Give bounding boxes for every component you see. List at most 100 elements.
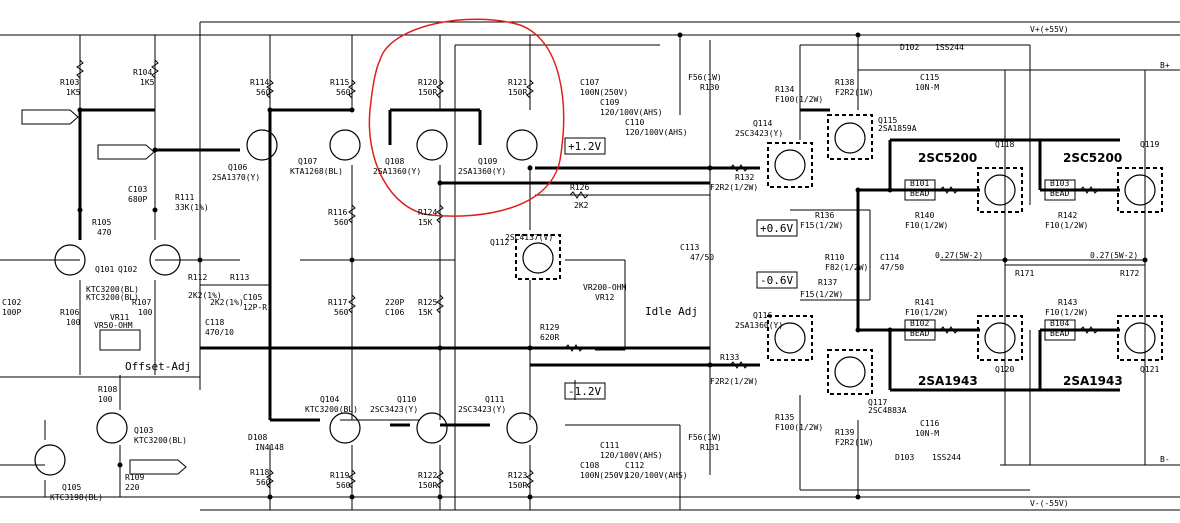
rail-vpos-label: V+(+55V) bbox=[1030, 25, 1069, 34]
r118-val: 560 bbox=[256, 478, 271, 487]
r125-val: 15K bbox=[418, 308, 433, 317]
r171-ref: R171 bbox=[1015, 269, 1034, 278]
power-npn-label-1: 2SC5200 bbox=[918, 151, 977, 165]
r139-val: F2R2(1W) bbox=[835, 438, 874, 447]
pot-labels: VR11 VR50-OHM VR12 VR200-OHM bbox=[94, 283, 627, 330]
r141-val: F10(1/2W) bbox=[905, 308, 948, 317]
r134-val: F100(1/2W) bbox=[775, 95, 823, 104]
c111-val: 120/100V(AHS) bbox=[600, 451, 663, 460]
terminal-flags bbox=[21, 109, 187, 475]
voltage-label-v4: -0.6V bbox=[760, 274, 793, 287]
r123-val: 150R bbox=[508, 481, 527, 490]
r103-val: 1K5 bbox=[66, 88, 81, 97]
junction-dots bbox=[77, 32, 1148, 500]
q102-ref: Q102 bbox=[118, 265, 137, 274]
r124-ref: R124 bbox=[418, 208, 437, 217]
q105-ref: Q105 bbox=[62, 483, 81, 492]
b102-val: BEAD bbox=[910, 329, 929, 338]
q115-part: 2SA1859A bbox=[878, 124, 917, 133]
resistor-labels: R103 1K5 R104 1K5 R114 560 R115 560 R120… bbox=[60, 68, 1139, 492]
r113-ref: R113 bbox=[230, 273, 249, 282]
bead-labels: B101 BEAD B102 BEAD B103 BEAD B104 BEAD bbox=[910, 179, 1069, 338]
r115-ref: R115 bbox=[330, 78, 349, 87]
voltage-labels: +1.2V -1.2V +0.6V -0.6V bbox=[564, 137, 798, 400]
r117-ref: R117 bbox=[328, 298, 347, 307]
q109-ref: Q109 bbox=[478, 157, 497, 166]
wiring-thick bbox=[78, 108, 1120, 427]
r107-ref: R107 bbox=[132, 298, 151, 307]
d102-ref: D102 bbox=[900, 43, 919, 52]
diode-labels: D102 1SS244 D103 1SS244 D108 IN4148 bbox=[248, 43, 964, 462]
c106-val: 220P bbox=[385, 298, 404, 307]
q114-part: 2SC3423(Y) bbox=[735, 129, 783, 138]
b103-val: BEAD bbox=[1050, 189, 1069, 198]
q119-ref: Q119 bbox=[1140, 140, 1159, 149]
vr11-ref: VR11 bbox=[110, 313, 129, 322]
q120-ref: Q120 bbox=[995, 365, 1014, 374]
voltage-label-v3: +0.6V bbox=[760, 222, 793, 235]
r106-ref: R106 bbox=[60, 308, 79, 317]
r107-val: 100 bbox=[138, 308, 153, 317]
r140-val: F10(1/2W) bbox=[905, 221, 948, 230]
d108-ref: D108 bbox=[248, 433, 267, 442]
c114-val: 47/50 bbox=[880, 263, 904, 272]
q107-ref: Q107 bbox=[298, 157, 317, 166]
q115-ref: Q115 bbox=[878, 116, 897, 125]
b102-ref: B102 bbox=[910, 319, 929, 328]
c105-val: 12P-R bbox=[243, 303, 267, 312]
r136-ref: R136 bbox=[815, 211, 834, 220]
r121-ref: R121 bbox=[508, 78, 527, 87]
r133-ref: R133 bbox=[720, 353, 739, 362]
r111-val: 33K(1%) bbox=[175, 203, 209, 212]
q118-ref: Q118 bbox=[995, 140, 1014, 149]
bead-symbols bbox=[904, 179, 1076, 341]
q112-part: 2SC4137(V) bbox=[505, 233, 553, 242]
r138-ref: R138 bbox=[835, 78, 854, 87]
r126-val: 2K2 bbox=[574, 201, 589, 210]
r130-ref: R130 bbox=[700, 83, 719, 92]
q110-ref: Q110 bbox=[397, 395, 416, 404]
c109-ref: C109 bbox=[600, 98, 619, 107]
r137-val: F15(1/2W) bbox=[800, 290, 843, 299]
q106-ref: Q106 bbox=[228, 163, 247, 172]
r141-ref: R141 bbox=[915, 298, 934, 307]
resistor-symbols bbox=[76, 59, 1099, 489]
r118-ref: R118 bbox=[250, 468, 269, 477]
q116-ref: Q116 bbox=[753, 311, 772, 320]
c109-val: 120/100V(AHS) bbox=[600, 108, 663, 117]
c102-val: 100P bbox=[2, 308, 21, 317]
r138-val: F2R2(1W) bbox=[835, 88, 874, 97]
r108-val: 100 bbox=[98, 395, 113, 404]
c105-ref: C105 bbox=[243, 293, 262, 302]
rail-vneg-label: V-(-55V) bbox=[1030, 499, 1069, 508]
b104-ref: B104 bbox=[1050, 319, 1069, 328]
q104-ref: Q104 bbox=[320, 395, 339, 404]
q105-part: KTC3198(BL) bbox=[50, 493, 103, 502]
r135-val: F100(1/2W) bbox=[775, 423, 823, 432]
r132-val: F2R2(1/2W) bbox=[710, 183, 758, 192]
r119-val: 560 bbox=[336, 481, 351, 490]
c116-val: 10N-M bbox=[915, 429, 939, 438]
r103-ref: R103 bbox=[60, 78, 79, 87]
c108-ref: C108 bbox=[580, 461, 599, 470]
power-pnp-label-1: 2SA1943 bbox=[918, 374, 978, 388]
c106-ref: C106 bbox=[385, 308, 404, 317]
c102-ref: C102 bbox=[2, 298, 21, 307]
vr12-ref: VR12 bbox=[595, 293, 614, 302]
c103-ref: C103 bbox=[128, 185, 147, 194]
d103-ref: D103 bbox=[895, 453, 914, 462]
red-highlight-circle bbox=[368, 18, 565, 217]
q106-part: 2SA1370(Y) bbox=[212, 173, 260, 182]
r112-val: 2K2(1%) bbox=[210, 298, 244, 307]
q110-part: 2SC3423(Y) bbox=[370, 405, 418, 414]
q111-part: 2SC3423(Y) bbox=[458, 405, 506, 414]
voltage-label-v1: +1.2V bbox=[568, 140, 601, 153]
rail-bneg-label: B- bbox=[1160, 455, 1170, 464]
r110-val: F82(1/2W) bbox=[825, 263, 868, 272]
r119-ref: R119 bbox=[330, 471, 349, 480]
r104-ref: R104 bbox=[133, 68, 152, 77]
c107-ref: C107 bbox=[580, 78, 599, 87]
r143-ref: R143 bbox=[1058, 298, 1077, 307]
r125-ref: R125 bbox=[418, 298, 437, 307]
c110-ref: C110 bbox=[625, 118, 644, 127]
